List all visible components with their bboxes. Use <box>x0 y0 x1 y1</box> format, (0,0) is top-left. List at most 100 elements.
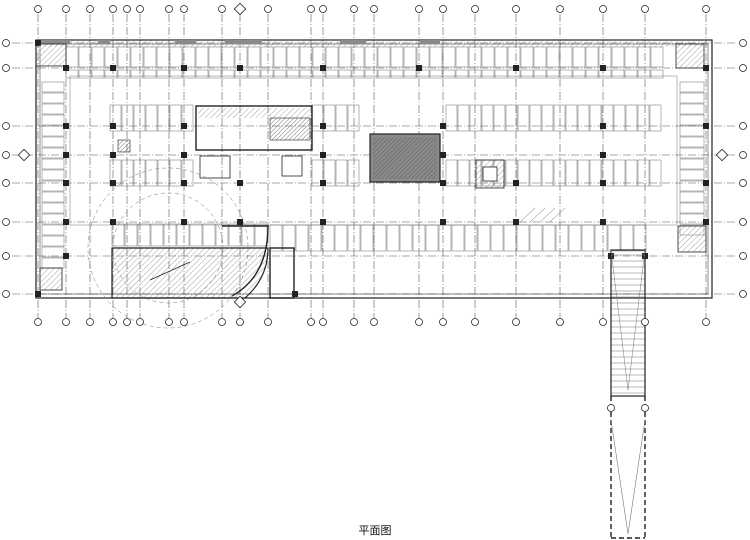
stall-south-row <box>124 223 138 247</box>
stall-west-column <box>41 202 65 214</box>
stair-southwest <box>39 267 63 291</box>
stall-east-column <box>679 136 705 148</box>
stall-north-row <box>650 46 664 68</box>
stall-east-column <box>679 114 705 126</box>
stall-west-column <box>41 191 65 203</box>
stall-north-row-b <box>286 69 300 79</box>
stall-north-row-b <box>104 69 118 79</box>
column <box>440 123 446 129</box>
stall-center-row <box>133 159 146 187</box>
stair-southeast <box>677 225 707 253</box>
stall-south-row <box>386 224 400 252</box>
stall-center-row <box>445 104 458 132</box>
top-wall-segment <box>420 40 440 44</box>
stall-north-row-b <box>650 69 664 79</box>
stall-south-row <box>412 224 426 252</box>
stall-north-row <box>559 46 573 68</box>
stall-west-column <box>41 257 65 269</box>
grid-bubble-top <box>370 5 378 13</box>
service-block-hatch <box>198 108 310 118</box>
stall-south-row <box>176 223 190 247</box>
grid-bubble-top <box>264 5 272 13</box>
stall-west-column <box>41 114 65 126</box>
stall-east-column <box>679 180 705 192</box>
stall-north-row-b <box>78 69 92 79</box>
column <box>63 219 69 225</box>
grid-bubble-top <box>702 5 710 13</box>
grid-bubble-left <box>2 290 10 298</box>
stall-center-row <box>323 159 336 187</box>
stall-center-row <box>323 104 336 132</box>
grid-bubble-left <box>2 151 10 159</box>
stall-center-row <box>613 104 626 132</box>
stall-north-row-b <box>195 69 209 79</box>
stall-west-column <box>41 213 65 225</box>
stall-north-row-b <box>572 69 586 79</box>
stall-center-row <box>157 104 170 132</box>
grid-bubble-bottom <box>471 318 479 326</box>
angled-stall-line <box>529 207 546 223</box>
ramp-arrow-line <box>610 419 646 535</box>
stall-north-row-b <box>143 69 157 79</box>
stall-west-column <box>41 158 65 170</box>
stall-south-row <box>438 224 452 252</box>
stall-center-row <box>145 104 158 132</box>
grid-bubble-bottom <box>109 318 117 326</box>
column <box>110 219 116 225</box>
stall-center-row <box>157 159 170 187</box>
stall-north-row <box>104 46 118 68</box>
stall-north-row <box>351 46 365 68</box>
turning-circle <box>87 167 249 329</box>
column <box>600 219 606 225</box>
stall-north-row <box>325 46 339 68</box>
stall-center-row <box>517 104 530 132</box>
column <box>237 180 243 186</box>
stall-center-row <box>109 104 122 132</box>
stall-east-column <box>679 202 705 214</box>
stall-south-row <box>241 223 255 247</box>
stall-south-row <box>503 224 517 252</box>
grid-bubble-top <box>471 5 479 13</box>
column <box>600 180 606 186</box>
grid-bubble-top <box>109 5 117 13</box>
grid-bubble-right <box>739 151 747 159</box>
stall-north-row-b <box>494 69 508 79</box>
grid-bubble-top <box>136 5 144 13</box>
stall-north-row <box>234 46 248 68</box>
column <box>440 152 446 158</box>
grid-bubble-top <box>439 5 447 13</box>
annex-room <box>269 247 295 299</box>
grid-bubble-top <box>123 5 131 13</box>
column <box>181 180 187 186</box>
stall-south-row <box>568 224 582 252</box>
stall-north-row <box>403 46 417 68</box>
stall-west-column <box>41 136 65 148</box>
stall-center-row <box>625 104 638 132</box>
stall-south-row <box>282 224 296 252</box>
stall-north-row-b <box>221 69 235 79</box>
grid-bubble-left <box>2 39 10 47</box>
grid-bubble-right <box>739 39 747 47</box>
stall-center-row <box>541 104 554 132</box>
stall-center-row <box>565 159 578 187</box>
stall-center-row <box>649 104 662 132</box>
column <box>63 253 69 259</box>
grid-bubble-top <box>350 5 358 13</box>
stall-north-row <box>585 46 599 68</box>
stall-north-row <box>494 46 508 68</box>
stall-center-row <box>133 104 146 132</box>
stall-south-row <box>399 224 413 252</box>
stall-north-row <box>78 46 92 68</box>
stall-center-row <box>121 159 134 187</box>
angled-stall-line <box>549 207 566 223</box>
stall-north-row-b <box>598 69 612 79</box>
stall-north-row-b <box>364 69 378 79</box>
stall-south-row <box>334 224 348 252</box>
stall-north-row-b <box>559 69 573 79</box>
column <box>110 152 116 158</box>
stall-north-row-b <box>117 69 131 79</box>
stall-center-row <box>335 159 348 187</box>
exit-ramp <box>610 249 646 397</box>
stall-north-row <box>546 46 560 68</box>
grid-bubble-bottom <box>86 318 94 326</box>
